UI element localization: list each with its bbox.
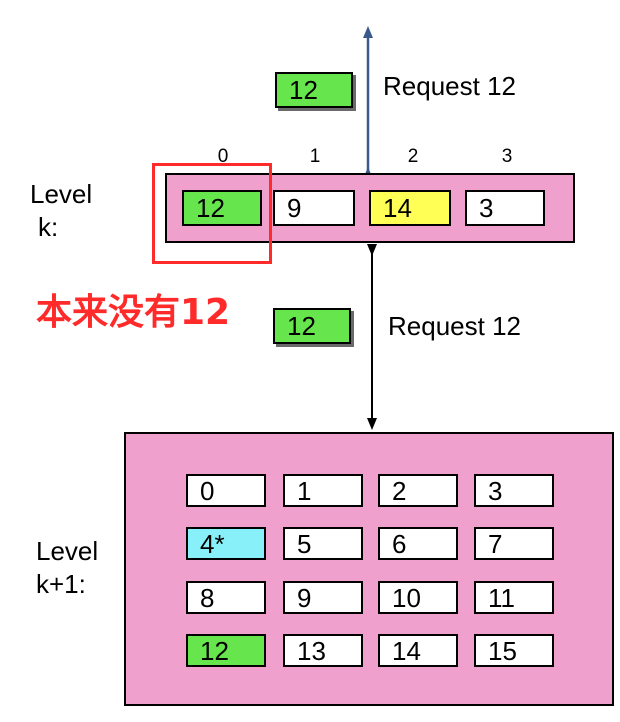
level-k1-cell-13: 13 <box>283 634 363 667</box>
level-k-index-1: 1 <box>309 146 321 167</box>
request-mid-block: 12 <box>273 308 351 344</box>
level-k-index-0: 0 <box>217 146 229 167</box>
level-k1-cell-5: 5 <box>283 527 363 560</box>
level-k1-cell-10: 10 <box>378 581 458 614</box>
level-k1-cell-9: 9 <box>283 581 363 614</box>
level-k-cell-3: 3 <box>465 190 545 226</box>
level-k1-cell-0: 0 <box>186 474 266 507</box>
level-k1-cell-8: 8 <box>186 581 266 614</box>
request-mid-label: Request 12 <box>388 311 521 341</box>
level-k-cell-0: 12 <box>182 190 262 226</box>
level-k-label-line1: Level <box>30 179 93 209</box>
level-k1-label-line2: k+1: <box>36 569 86 599</box>
level-k1-cell-3: 3 <box>474 474 554 507</box>
level-k1-cell-4: 4* <box>186 527 266 560</box>
level-k1-cell-2: 2 <box>378 474 458 507</box>
level-k1-cell-15: 15 <box>474 634 554 667</box>
level-k-label-line2: k: <box>38 212 59 242</box>
annotation-note: 本来没有12 <box>36 292 231 333</box>
highlight-box <box>152 163 272 264</box>
level-k-cell-2: 14 <box>369 190 451 226</box>
level-k1-cell-12: 12 <box>186 634 266 667</box>
level-k1-cell-6: 6 <box>378 527 458 560</box>
request-top-label: Request 12 <box>383 71 516 101</box>
request-top-block: 12 <box>275 72 353 108</box>
level-k-index-3: 3 <box>501 146 513 167</box>
level-k1-cell-7: 7 <box>474 527 554 560</box>
level-k-cell-1: 9 <box>273 190 355 226</box>
level-k1-label-line1: Level <box>36 536 99 566</box>
level-k1-cell-1: 1 <box>283 474 363 507</box>
level-k1-cell-11: 11 <box>474 581 554 614</box>
level-k1-cell-14: 14 <box>378 634 458 667</box>
level-k-index-2: 2 <box>407 146 419 167</box>
